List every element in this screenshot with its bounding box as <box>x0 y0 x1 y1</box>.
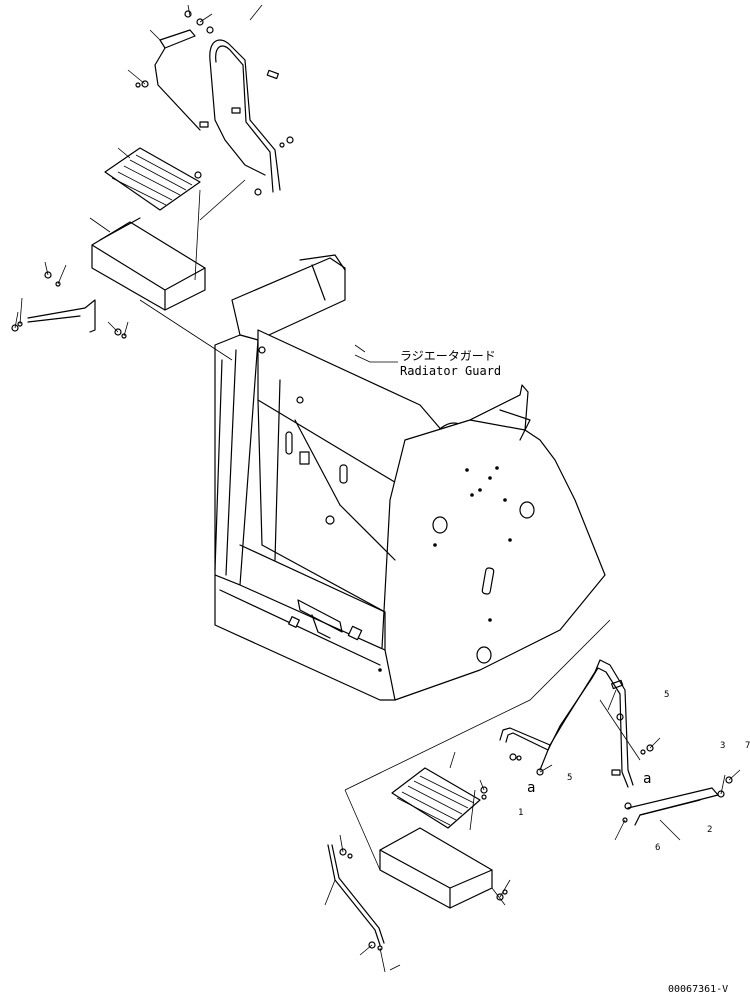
part-label-6: 6 <box>655 843 660 853</box>
marker-a-left: a <box>527 780 535 796</box>
part-label-1: 1 <box>518 808 523 818</box>
part-label-5-mid: 5 <box>567 773 572 783</box>
marker-a-right: a <box>643 771 651 787</box>
tread-plate-dots <box>111 154 193 206</box>
radiator-guard-frame <box>214 254 606 701</box>
callout-japanese: ラジエータガード <box>400 349 496 363</box>
part-label-2: 2 <box>707 825 712 835</box>
radiator-guard-callout: ラジエータガード Radiator Guard <box>400 349 501 378</box>
part-label-5-top: 5 <box>664 690 669 700</box>
part-label-7: 7 <box>745 741 750 751</box>
callout-english: Radiator Guard <box>400 364 501 378</box>
upper-step-assembly <box>11 4 294 361</box>
part-label-3: 3 <box>720 741 725 751</box>
lower-step-assembly <box>324 619 741 973</box>
drawing-number: 00067361-V <box>668 984 728 995</box>
